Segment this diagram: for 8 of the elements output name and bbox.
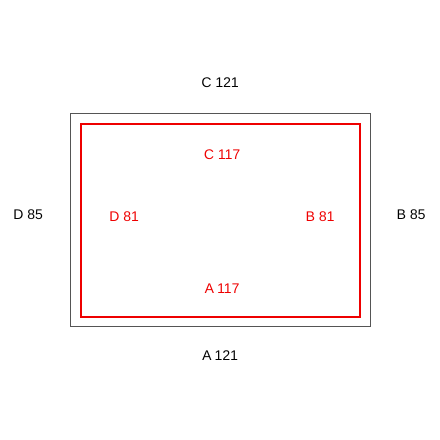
dimension-label: A 117 (204, 280, 240, 296)
dimension-label: A 121 (202, 347, 238, 363)
dimension-label: B 81 (306, 208, 334, 224)
dimension-label: B 85 (396, 206, 426, 222)
dimension-label: C 121 (201, 74, 239, 90)
dimension-label: D 81 (109, 208, 139, 224)
dimension-label: C 117 (204, 146, 240, 162)
dimension-label: D 85 (13, 206, 43, 222)
